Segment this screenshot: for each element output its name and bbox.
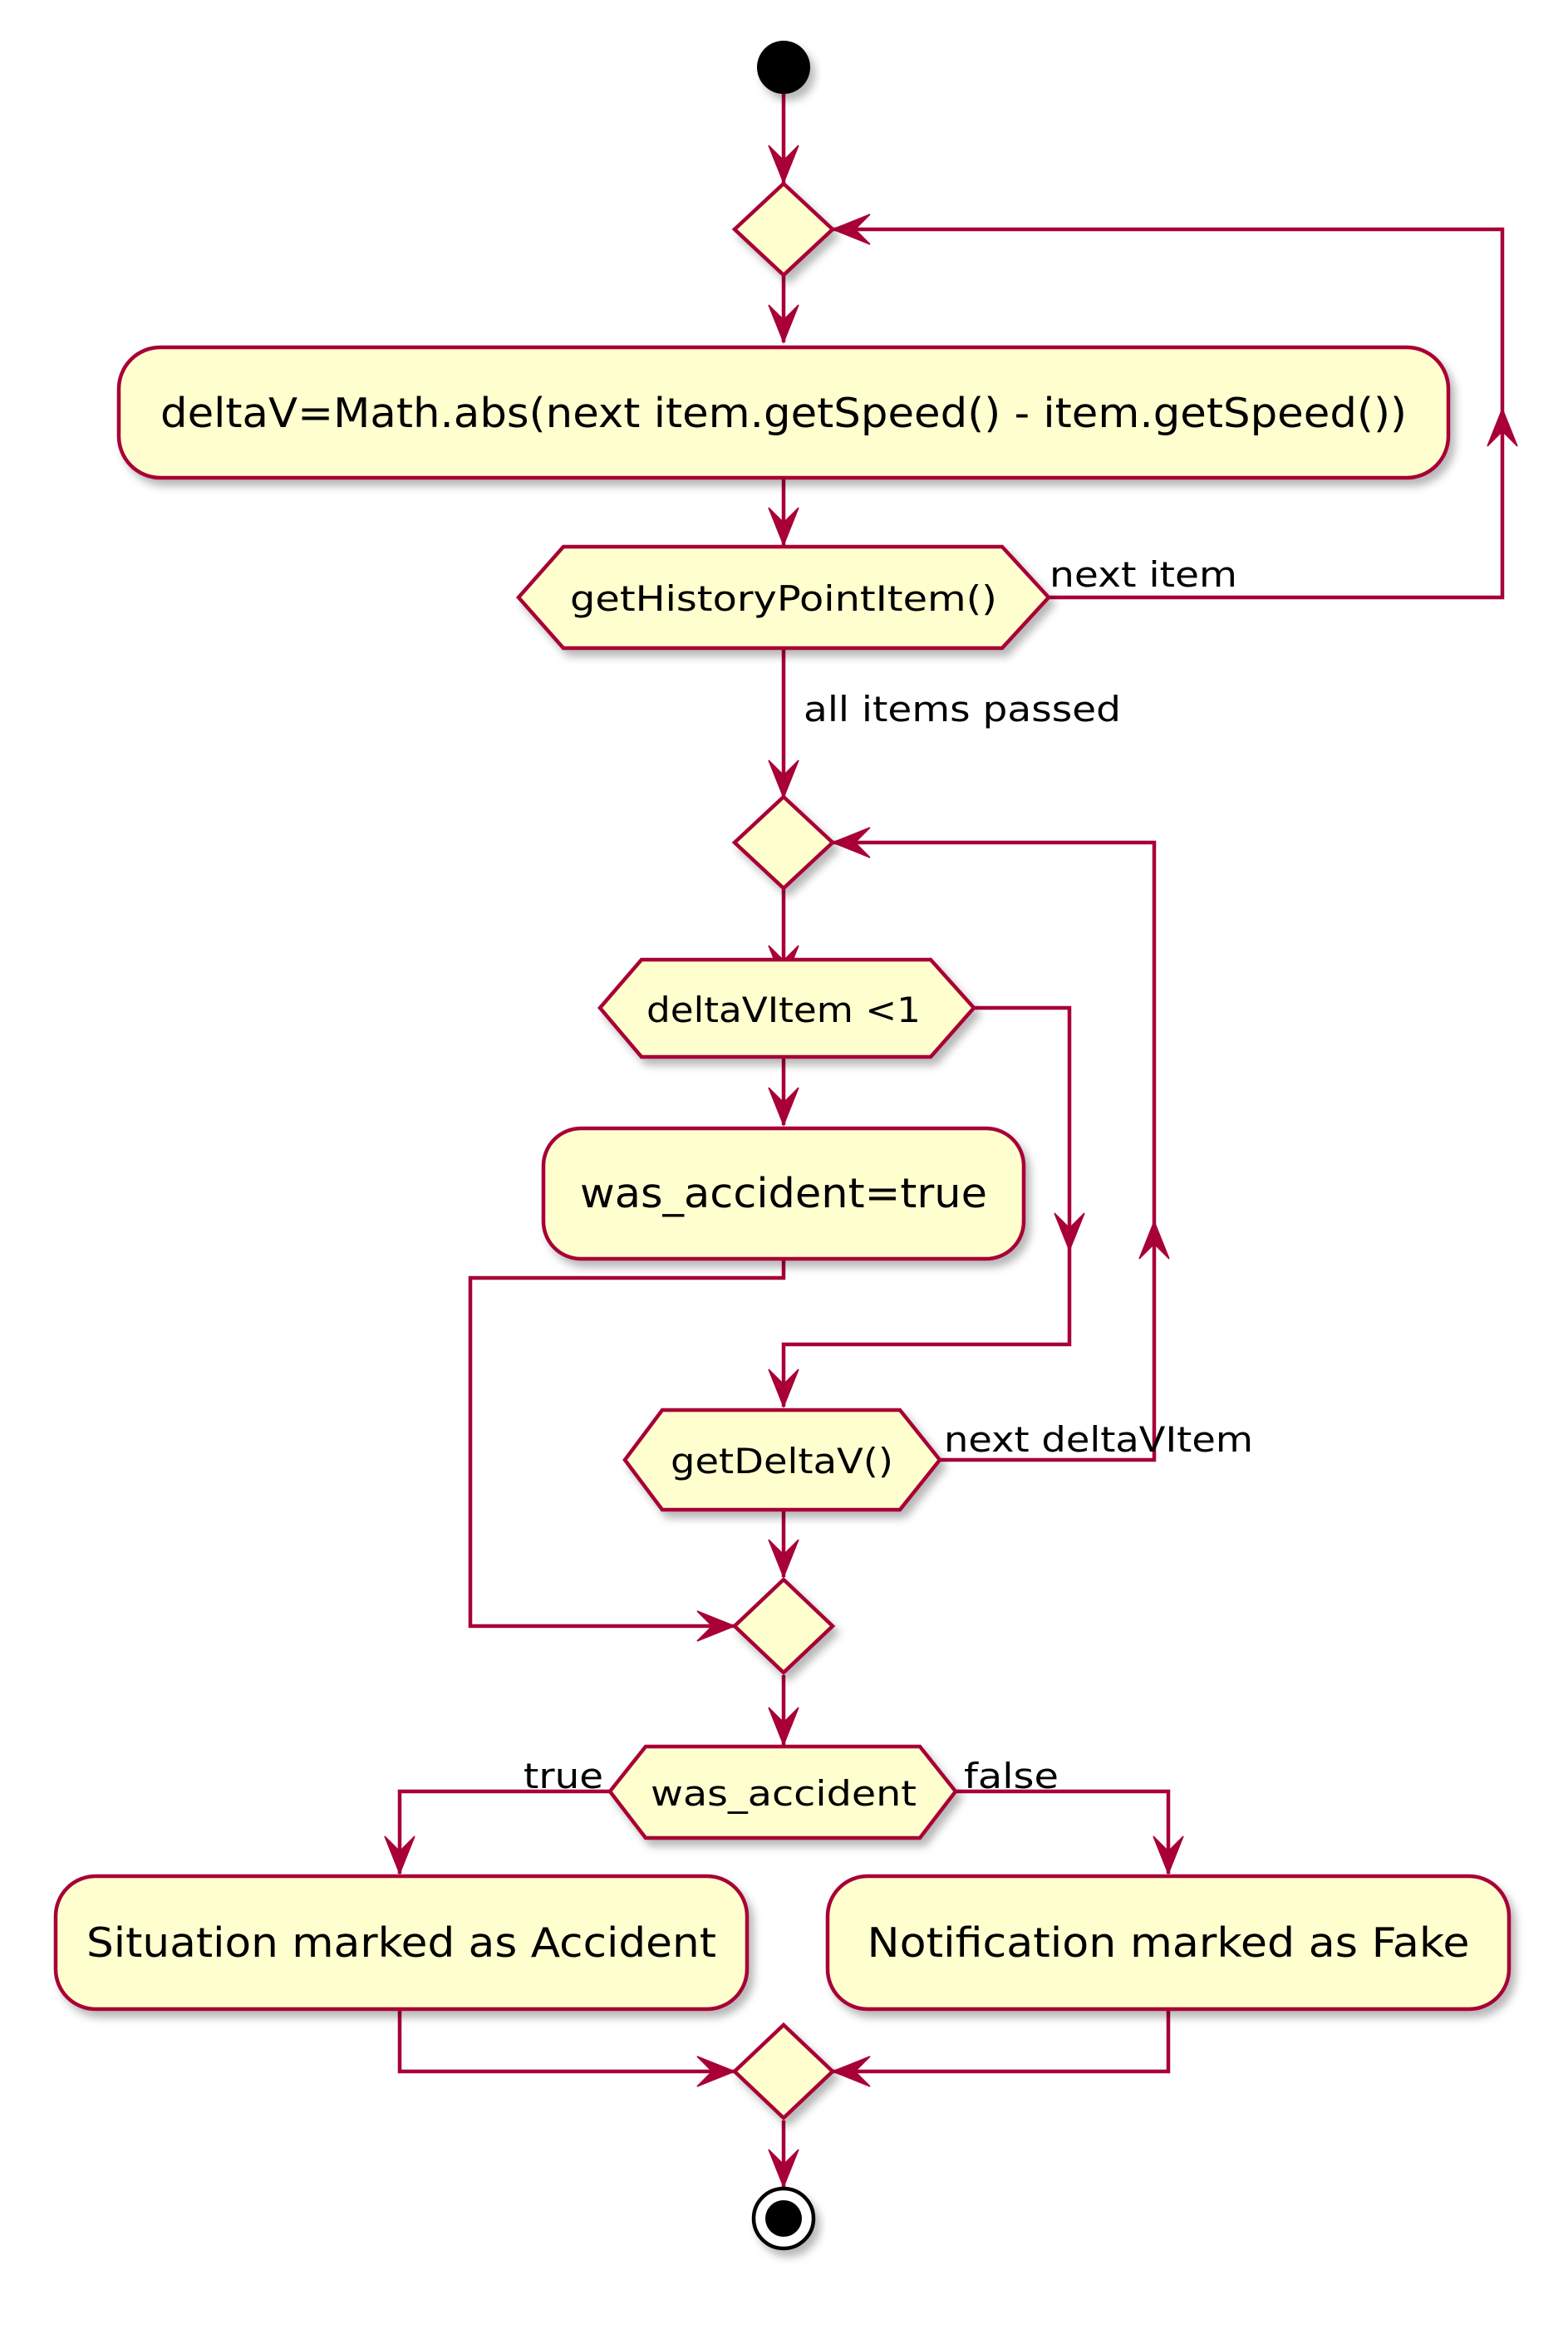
condition-was-accident [607,1744,958,1840]
arrowhead [768,759,799,800]
edge-deltavitem-else [781,1005,1072,1407]
arrowhead [768,1707,799,1747]
arrowhead [768,507,799,548]
arrowhead [1138,1219,1170,1260]
condition-delta-v-item-label: deltaVItem <1 [646,990,921,1030]
condition-history-point-item [515,544,1052,651]
edge-false-branch [956,1789,1171,1874]
condition-delta-v-item [597,957,977,1059]
arrowhead [1487,406,1518,447]
edge-label-next-delta-v-item: next deltaVItem [944,1419,1253,1460]
merge-diamond-final [731,2022,836,2121]
arrowhead [768,1368,799,1409]
edge-accident-to-merge4 [397,2009,735,2074]
edge-label-all-items-passed: all items passed [804,689,1121,730]
edge-getdeltav-loop-back [833,840,1157,1462]
arrowhead [830,2056,871,2087]
condition-get-delta-v-label: getDeltaV() [671,1441,893,1481]
edge-label-true: true [523,1756,603,1796]
activity-situation-accident-label: Situation marked as Accident [86,1919,716,1967]
activity-was-accident-true [541,1126,1026,1261]
activity-notification-fake [825,1874,1511,2012]
arrowhead [696,2056,737,2087]
arrowhead [768,2149,799,2189]
start-node [757,41,810,94]
activity-notification-fake-label: Notification marked as Fake [868,1919,1470,1967]
merge-diamond-deltav-loop [731,794,836,892]
arrowhead [768,304,799,345]
edge-true-branch [397,1789,610,1874]
activity-situation-accident [53,1874,750,2012]
arrowhead [696,1610,737,1642]
arrowhead [1054,1212,1085,1253]
activity-was-accident-true-label: was_accident=true [580,1170,987,1217]
arrowhead [768,1539,799,1580]
arrowhead [768,1087,799,1128]
edge-accident-to-merge3 [468,1259,786,1629]
end-node [751,2186,816,2251]
arrowhead [768,145,799,185]
activity-delta-v [116,345,1451,480]
edge-fake-to-merge4 [833,2009,1171,2074]
condition-was-accident-label: was_accident [651,1773,917,1814]
arrowhead [1153,1835,1184,1876]
arrowhead [384,1835,415,1876]
merge-diamond-after-loop [731,1576,836,1676]
edge-label-next-item: next item [1049,554,1237,595]
merge-diamond-history-loop [731,180,836,278]
edge-label-false: false [964,1756,1059,1796]
condition-history-point-item-label: getHistoryPointItem() [570,578,997,619]
activity-delta-v-label: deltaV=Math.abs(next item.getSpeed() - i… [160,390,1407,437]
condition-get-delta-v [622,1408,942,1512]
arrowhead [830,214,871,245]
arrowhead [830,827,871,858]
